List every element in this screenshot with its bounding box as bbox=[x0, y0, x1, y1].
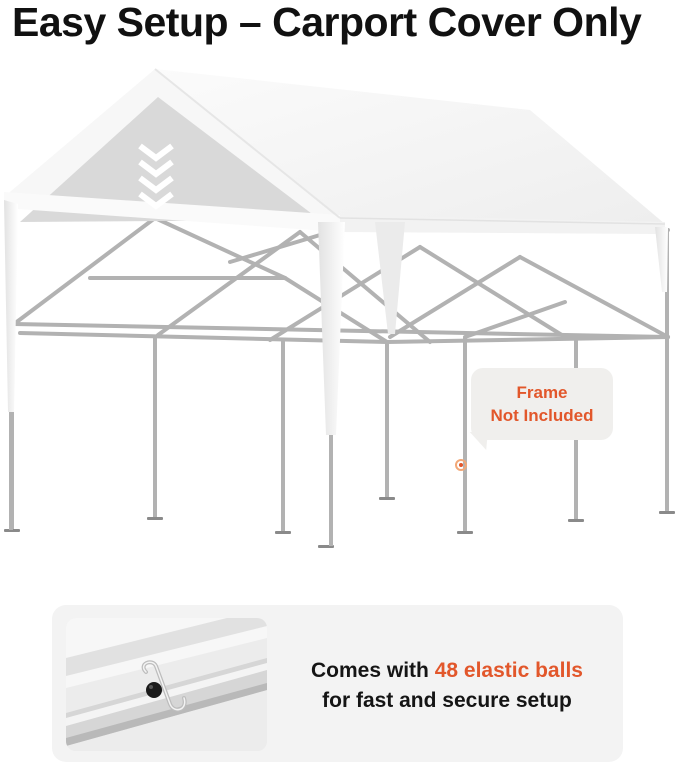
carport-illustration bbox=[4, 68, 675, 548]
elastic-ball-detail-photo bbox=[66, 618, 267, 751]
feature-text-after: for fast and secure setup bbox=[322, 689, 572, 712]
elastic-ball-illustration bbox=[66, 618, 267, 751]
feature-text-before: Comes with bbox=[311, 659, 435, 682]
feature-highlight: 48 elastic balls bbox=[434, 659, 583, 682]
canopy-cover bbox=[4, 68, 668, 546]
frame-not-included-callout: Frame Not Included bbox=[471, 368, 613, 440]
down-chevrons-icon bbox=[138, 143, 174, 210]
marker-icon bbox=[455, 459, 467, 471]
feature-description: Comes with 48 elastic balls for fast and… bbox=[282, 656, 612, 716]
callout-line-1: Frame bbox=[516, 383, 568, 402]
headline: Easy Setup – Carport Cover Only bbox=[12, 0, 642, 45]
callout-line-2: Not Included bbox=[490, 406, 594, 425]
marker-dot bbox=[459, 463, 463, 467]
pole-feet bbox=[4, 497, 675, 548]
